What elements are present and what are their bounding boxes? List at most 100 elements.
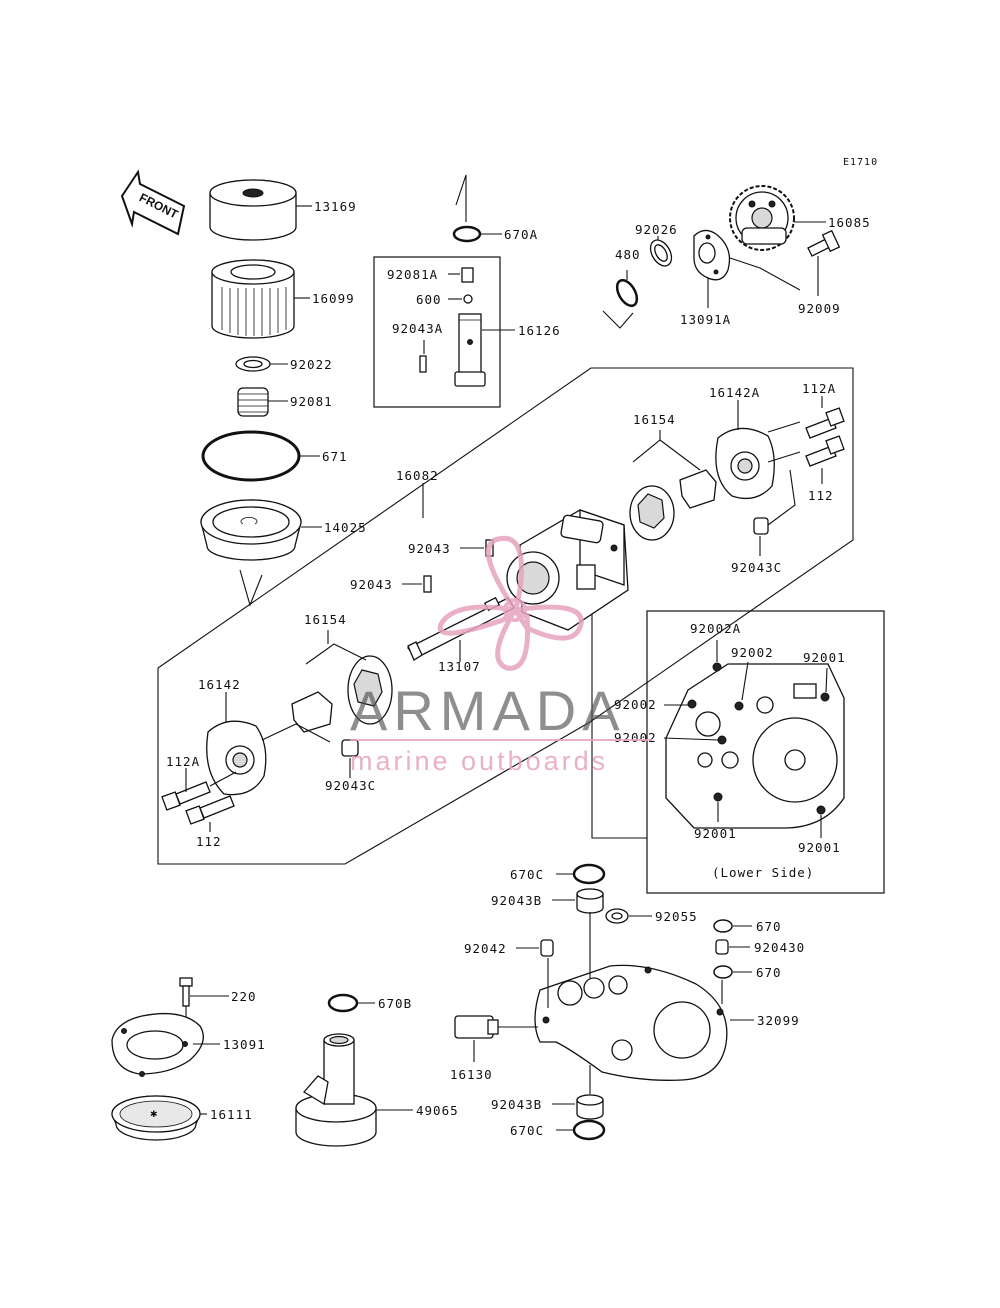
o-ring-670c-top <box>572 863 606 885</box>
collar-920430 <box>715 939 729 955</box>
o-ring-671 <box>201 430 301 482</box>
o-ring-670c-bottom <box>572 1119 606 1141</box>
label-220: 220 <box>231 989 257 1004</box>
collar-92043b-top <box>576 888 604 914</box>
label-92043b-bottom: 92043B <box>491 1097 542 1112</box>
oil-pressure-relief-valve-box <box>373 256 501 408</box>
crankcase-lower-side <box>665 662 845 829</box>
dowel-92043c-top <box>753 517 769 535</box>
label-92043-a: 92043 <box>408 541 451 556</box>
label-16154-top: 16154 <box>633 412 676 427</box>
bolt-112-left <box>185 795 235 825</box>
label-112a-top: 112A <box>802 381 836 396</box>
label-16142: 16142 <box>198 677 241 692</box>
o-ring-670b <box>327 993 359 1013</box>
label-92043a: 92043A <box>392 321 443 336</box>
label-92002-l2: 92002 <box>614 730 657 745</box>
dowel-92042 <box>540 939 554 957</box>
inner-rotor-16154-left <box>291 691 333 733</box>
label-92002-l1: 92002 <box>614 697 657 712</box>
fitting-16130 <box>454 1015 499 1039</box>
label-49065: 49065 <box>416 1103 459 1118</box>
relief-valve-16126 <box>454 313 486 387</box>
label-16085: 16085 <box>828 215 871 230</box>
o-ring-670a <box>452 225 482 243</box>
label-13091: 13091 <box>223 1037 266 1052</box>
circlip-480 <box>615 278 639 308</box>
propeller-icon <box>437 536 584 671</box>
label-16130: 16130 <box>450 1067 493 1082</box>
seal-92055 <box>605 908 629 924</box>
gear-16085 <box>729 185 795 251</box>
pump-assembly-outline <box>157 367 854 865</box>
label-92001-bl: 92001 <box>694 826 737 841</box>
label-16126: 16126 <box>518 323 561 338</box>
label-92022: 92022 <box>290 357 333 372</box>
label-920430: 920430 <box>754 940 805 955</box>
label-13091a: 13091A <box>680 312 731 327</box>
watermark-title: ARMADA <box>350 679 626 742</box>
label-92042: 92042 <box>464 941 507 956</box>
strainer-16111: ✱ <box>111 1095 201 1141</box>
label-92043b-top: 92043B <box>491 893 542 908</box>
pump-cover-16142a <box>715 427 775 500</box>
outer-rotor-16154-left <box>347 655 393 725</box>
pump-cover-16142 <box>206 720 267 796</box>
label-112-left: 112 <box>196 834 222 849</box>
spring-92081 <box>237 387 269 417</box>
label-92043-b: 92043 <box>350 577 393 592</box>
bolt-112a-left <box>161 781 211 811</box>
label-670b: 670B <box>378 996 412 1011</box>
outer-rotor-16154-right <box>629 485 675 541</box>
label-670c-top: 670C <box>510 867 544 882</box>
label-92002-top: 92002 <box>731 645 774 660</box>
label-670-b: 670 <box>756 965 782 980</box>
pump-housing-16082 <box>506 509 629 631</box>
armada-logo-watermark: ARMADA marine outboards <box>350 536 652 776</box>
label-16154-left: 16154 <box>304 612 347 627</box>
watermark-subtitle: marine outboards <box>350 746 608 776</box>
label-92043c-left: 92043C <box>325 778 376 793</box>
oil-pump-body-32099 <box>534 964 728 1081</box>
bolt-220 <box>179 977 193 1007</box>
label-92081: 92081 <box>290 394 333 409</box>
collar-92043b-bottom <box>576 1094 604 1120</box>
label-670-a: 670 <box>756 919 782 934</box>
washer-92022 <box>235 356 271 372</box>
o-ring-670-b <box>713 965 733 979</box>
lower-side-box <box>646 610 885 894</box>
label-670a: 670A <box>504 227 538 242</box>
label-92001-br: 92001 <box>798 840 841 855</box>
washer-92026 <box>649 239 673 267</box>
label-92001-tr: 92001 <box>803 650 846 665</box>
pin-92043a <box>419 355 427 373</box>
inner-rotor-16154-right <box>679 469 717 509</box>
label-16099: 16099 <box>312 291 355 306</box>
label-32099: 32099 <box>757 1013 800 1028</box>
lower-side-label: (Lower Side) <box>712 865 814 880</box>
label-92081a: 92081A <box>387 267 438 282</box>
bolt-112-top <box>805 435 845 467</box>
label-92009: 92009 <box>798 301 841 316</box>
label-16082: 16082 <box>396 468 439 483</box>
front-arrow-icon: FRONT <box>120 169 186 236</box>
label-13107: 13107 <box>438 659 481 674</box>
o-ring-670-a <box>713 919 733 933</box>
label-92002a: 92002A <box>690 621 741 636</box>
label-670c-bottom: 670C <box>510 1123 544 1138</box>
label-16142a: 16142A <box>709 385 760 400</box>
lower-side-bracket <box>591 610 647 839</box>
plate-13091a <box>693 229 731 281</box>
label-671: 671 <box>322 449 348 464</box>
label-16111: 16111 <box>210 1107 253 1122</box>
label-92055: 92055 <box>655 909 698 924</box>
bolt-92009 <box>807 229 841 257</box>
pin-92043-lower <box>423 575 432 593</box>
cut-line-top <box>455 174 467 222</box>
oil-pickup-49065 <box>295 1033 377 1147</box>
oil-filter-base-14025 <box>200 499 302 561</box>
ball-600 <box>463 294 473 304</box>
label-112a-left: 112A <box>166 754 200 769</box>
cut-line-left <box>239 569 263 607</box>
